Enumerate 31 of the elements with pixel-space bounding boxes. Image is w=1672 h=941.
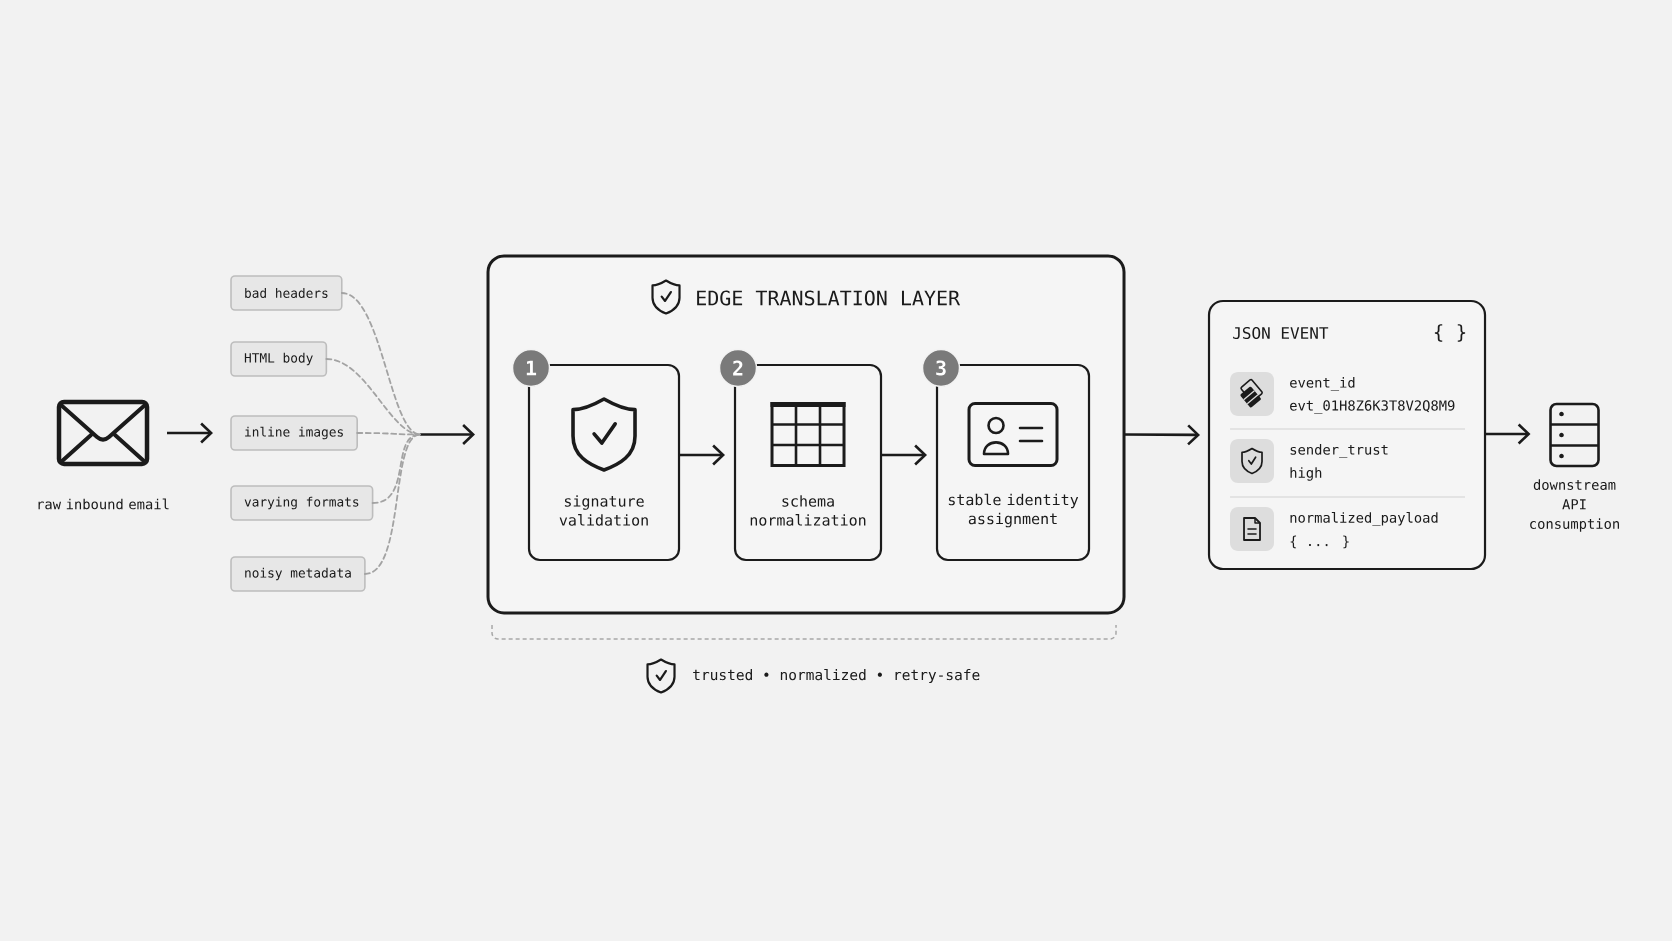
arrow [1124,424,1200,446]
caption-text: trusted • normalized • retry-safe [693,668,980,684]
arrow [167,422,213,444]
field-value: { ... } [1290,535,1349,549]
tag-box: inline images [230,415,358,451]
arrow [1485,423,1531,445]
field-name: normalized_payload [1290,512,1438,526]
envelope-icon [56,399,150,467]
icon-caption: downstream API consumption [1530,479,1619,532]
number-badge: 1 [511,348,551,388]
server-icon [1549,402,1600,468]
arrow [420,424,475,445]
tag-box: bad headers [230,275,343,311]
card-title: JSON EVENT [1233,326,1329,340]
dashed-connector [325,358,421,436]
number-badge: 2 [718,348,758,388]
number-badge: 3 [921,348,961,388]
dashed-connector [364,433,421,575]
brace-symbol: { } [1434,324,1466,342]
field-name: event_id [1290,377,1355,391]
arrow [881,444,927,466]
tag-box: varying formats [230,485,374,521]
icon-caption: raw inbound email [38,498,169,510]
panel-title: EDGE TRANSLATION LAYER [697,290,961,306]
tag-box: HTML body [230,341,328,377]
field-value: evt_01H8Z6K3T8V2Q8M9 [1290,400,1455,414]
arrow [679,444,725,466]
tag-box: noisy metadata [230,556,366,592]
dashed-connector [356,432,421,436]
field-value: high [1290,467,1322,481]
field-name: sender_trust [1290,444,1388,458]
